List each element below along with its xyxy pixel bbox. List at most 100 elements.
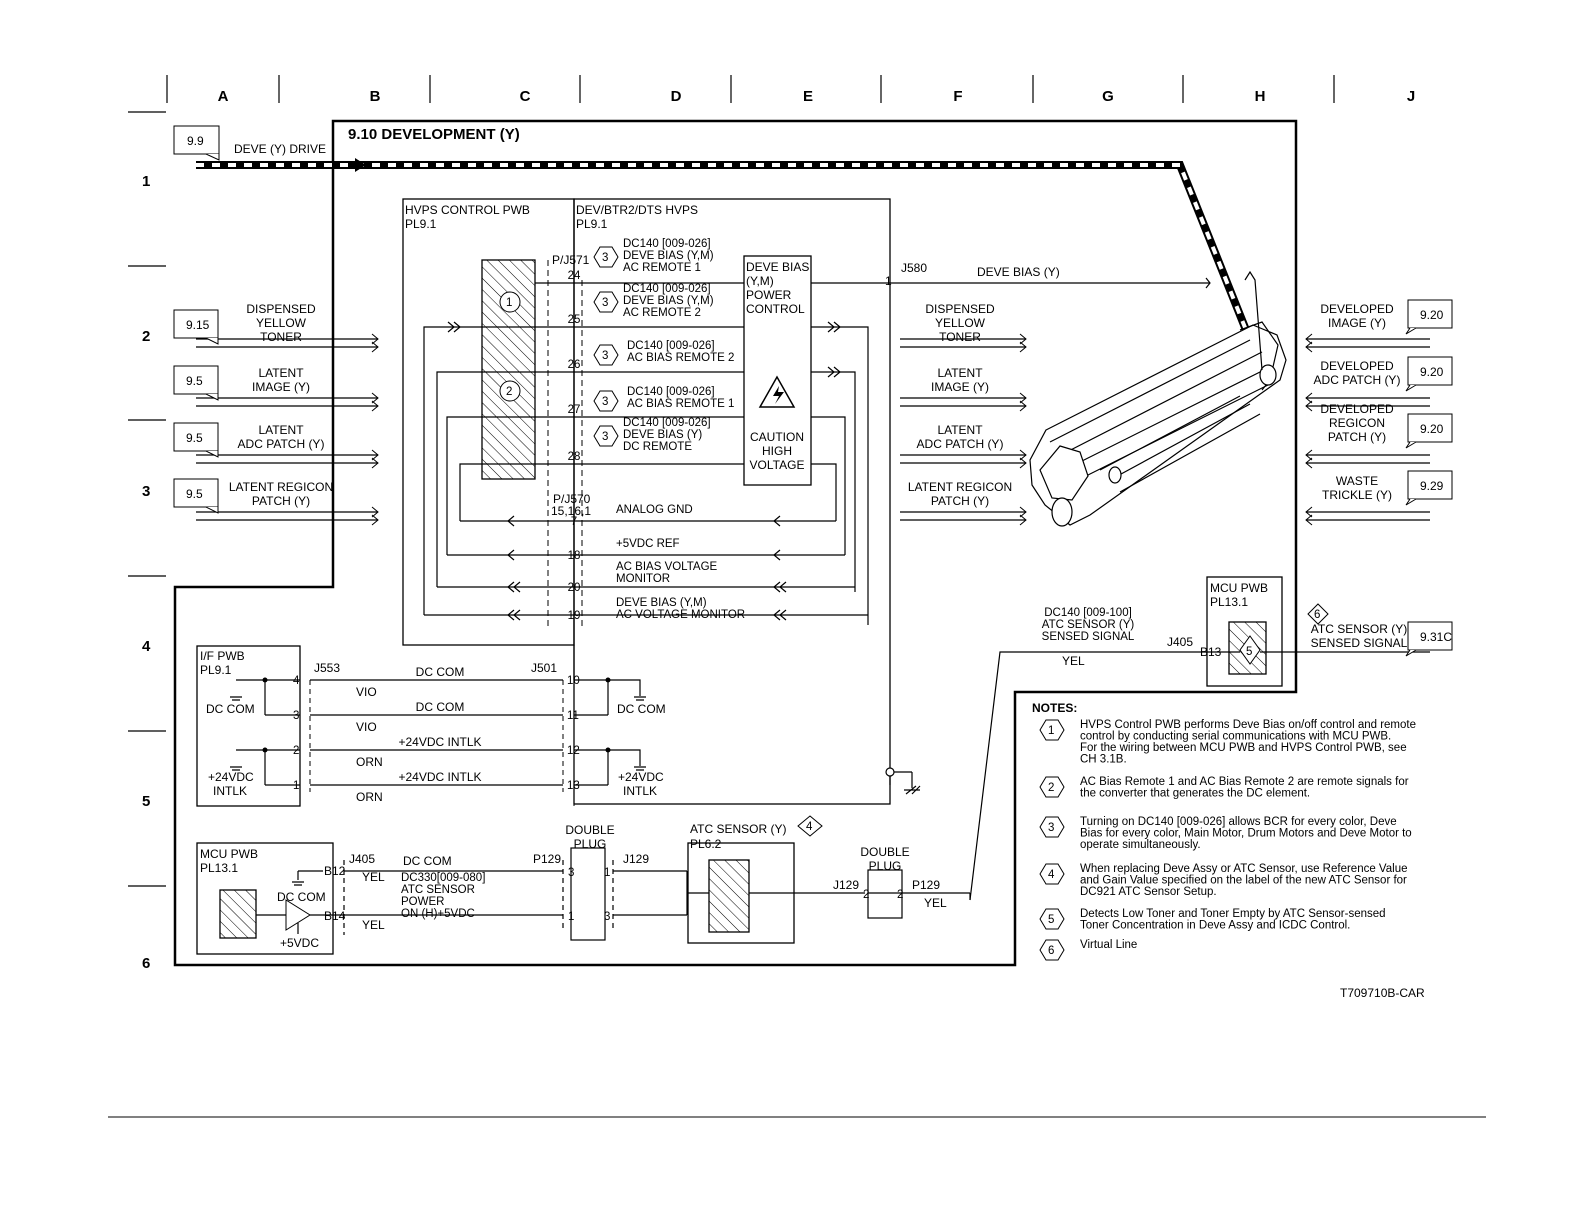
right-output-0-text-1: IMAGE (Y) (1328, 316, 1386, 330)
mcu-low-wires (256, 847, 971, 941)
mid-output-2-arrow (1019, 449, 1027, 469)
right-output-0-arrow (1305, 333, 1313, 353)
dc140-sensed-line-0: DC140 [009-100] (1044, 607, 1132, 619)
if-dc-com-left: DC COM (206, 702, 255, 716)
if-intlk-right: INTLK (623, 784, 657, 798)
signal-570-0-0: ANALOG GND (616, 504, 693, 516)
mid-output-3-arrow (1019, 506, 1027, 526)
signal-571-4-1: DEVE BIAS (Y) (623, 429, 702, 441)
note-6-marker (1307, 603, 1329, 625)
column-label-h: H (1255, 88, 1266, 105)
signal-570-2-0: AC BIAS VOLTAGE (616, 561, 718, 573)
svg-text:2: 2 (506, 386, 512, 398)
mcu-low-signal-2: POWER (401, 896, 444, 908)
note-number-6: 6 (1048, 945, 1054, 957)
mcu-pwb-top-name: MCU PWB (1210, 581, 1268, 595)
column-label-e: E (803, 88, 813, 105)
right-output-1-ref-box (1407, 356, 1453, 386)
left-input-0-text-2: TONER (260, 330, 302, 344)
if-pin-right-12: 12 (567, 745, 580, 757)
if-pin-right-13: 13 (567, 780, 580, 792)
left-input-1-ref-label: 9.5 (186, 374, 203, 388)
note-4-line-0: When replacing Deve Assy or ATC Sensor, … (1080, 863, 1408, 875)
if-24v-left: +24VDC (208, 770, 254, 784)
svg-text:1: 1 (506, 297, 512, 309)
left-input-3-ref-box (173, 478, 219, 508)
left-input-2-ref-box (173, 422, 219, 452)
dp2-p129: P129 (912, 878, 940, 892)
atc-out-ref-box (1407, 621, 1453, 651)
j553-label: J553 (314, 661, 340, 675)
right-output-2-ref-label: 9.20 (1420, 422, 1444, 436)
note-3-number-1: 3 (602, 297, 608, 309)
note-hex-5 (1039, 908, 1065, 930)
note-1-marker (499, 291, 521, 313)
if-pwb-name: I/F PWB (200, 649, 245, 663)
j580-label: J580 (901, 261, 927, 275)
mid-output-1-text-0: LATENT (937, 366, 983, 380)
mcu-pwb-top-box (1206, 576, 1283, 687)
left-input-0-ref-tail (205, 337, 219, 345)
note-5-line-0: Detects Low Toner and Toner Empty by ATC… (1080, 908, 1386, 920)
dc140-sensed-line-2: SENSED SIGNAL (1042, 631, 1135, 643)
mid-output-0-text-2: TONER (939, 330, 981, 344)
right-output-1-ref-label: 9.20 (1420, 365, 1444, 379)
note-5-line-1: Toner Concentration in Deve Assy and ICD… (1080, 920, 1350, 932)
if-intlk-left: INTLK (213, 784, 247, 798)
pin-571-26: 26 (568, 359, 581, 371)
notes-title: NOTES: (1032, 701, 1077, 715)
note-1-line-3: CH 3.1B. (1080, 754, 1127, 766)
right-output-2-text-0: DEVELOPED (1320, 402, 1394, 416)
mid-output-0-arrow (1019, 333, 1027, 353)
hvps-control-name: HVPS CONTROL PWB (405, 203, 530, 217)
signal-571-4-2: DC REMOTE (623, 441, 692, 453)
mcu-pwb-top-pl: PL13.1 (1210, 595, 1248, 609)
caution-line-2: VOLTAGE (750, 458, 805, 472)
note-3-marker-4 (593, 425, 619, 447)
if-pwb-pl: PL9.1 (200, 663, 232, 677)
j580-pin: 1 (885, 274, 892, 288)
note-number-4: 4 (1048, 869, 1055, 881)
column-label-a: A (218, 88, 229, 105)
if-24v-right: +24VDC (618, 770, 664, 784)
pin-570-7: 7 (571, 516, 577, 528)
deve-bias-line-2: POWER (746, 288, 792, 302)
row-label-3: 3 (142, 483, 150, 500)
note-3-line-1: Bias for every color, Main Motor, Drum M… (1080, 828, 1412, 840)
dp2-pin-a: 2 (863, 889, 869, 901)
left-input-2-arrow (371, 449, 379, 469)
right-output-1-arrow (1305, 392, 1313, 412)
developer-unit-illustration (1029, 270, 1287, 527)
note-6-number: 6 (1314, 609, 1320, 621)
pin-570-19: 19 (568, 610, 581, 622)
arrow-chevrons (447, 277, 1211, 621)
right-output-3-ref-tail (1405, 498, 1417, 506)
left-input-0-ref-box (173, 309, 219, 339)
right-output-0-ref-tail (1405, 327, 1417, 335)
deve-bias-line-0: DEVE BIAS (746, 260, 809, 274)
note-3-number-0: 3 (602, 252, 608, 264)
if-pin-left-3: 3 (293, 710, 299, 722)
caution-line-1: HIGH (762, 444, 792, 458)
right-output-0-ref-box (1407, 299, 1453, 329)
left-input-0-text-0: DISPENSED (246, 302, 316, 316)
pj570-pins: 15,16,1 (551, 504, 591, 518)
right-output-3-text-0: WASTE (1336, 474, 1378, 488)
note-3-marker-0 (593, 246, 619, 268)
signal-571-4-0: DC140 [009-026] (623, 417, 711, 429)
mcu-low-signal-3: ON (H)+5VDC (401, 908, 475, 920)
right-output-1-text-0: DEVELOPED (1320, 359, 1394, 373)
column-label-b: B (370, 88, 381, 105)
caution-line-0: CAUTION (750, 430, 804, 444)
double-plug-2-text-1: PLUG (869, 859, 902, 873)
note-hex-3 (1039, 816, 1065, 838)
left-input-3-ref-tail (205, 506, 219, 514)
signal-571-3-0: DC140 [009-026] (627, 386, 715, 398)
